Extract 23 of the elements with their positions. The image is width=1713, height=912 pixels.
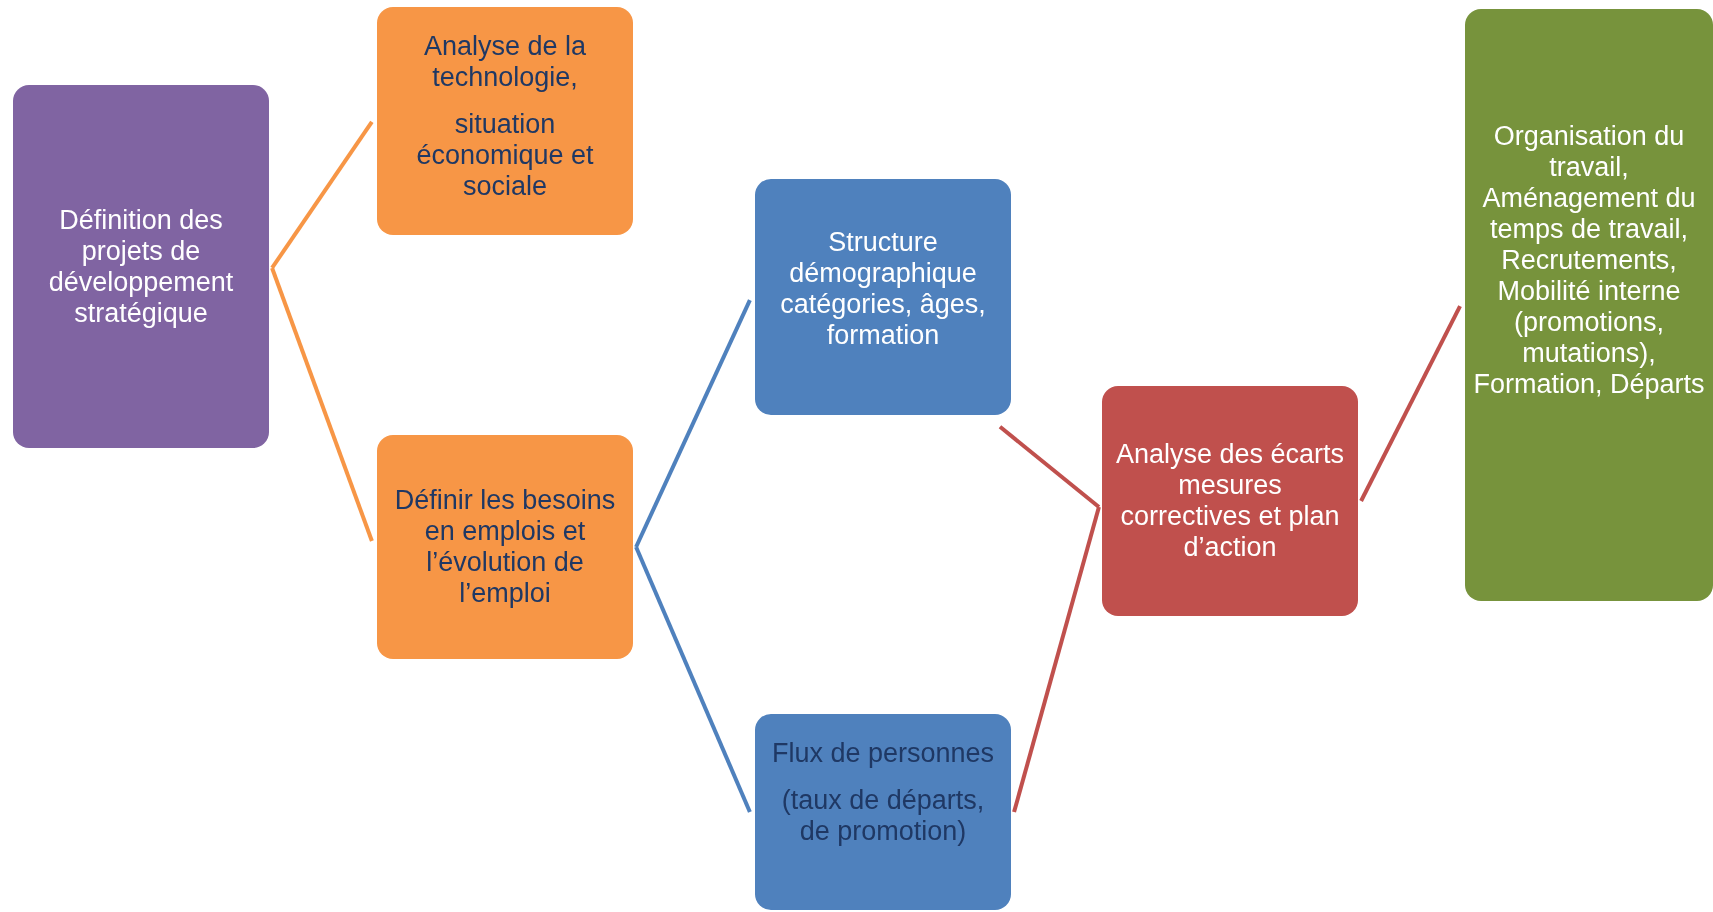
box-text: Définition des projets de développement stratégique: [47, 204, 235, 329]
process-box: [755, 714, 1011, 910]
box-text: Analyse de la technologie,: [422, 31, 588, 93]
box-text: Analyse des écarts mesures correctives et plan d’action: [1114, 439, 1346, 563]
connector-line: [270, 267, 374, 542]
process-box: [13, 85, 269, 448]
process-box: [377, 435, 633, 659]
box-text: situation économique et sociale: [415, 109, 595, 202]
connector-line: [634, 299, 752, 548]
box-text: Structure démographique catégories, âges, formation: [779, 227, 987, 351]
process-box: [755, 179, 1011, 415]
connector-line: [270, 120, 374, 270]
box-text: (taux de départs, de promotion): [780, 785, 986, 847]
process-box: [1102, 386, 1358, 616]
connector-line: [634, 546, 752, 813]
connector-line: [1359, 305, 1462, 502]
box-text: Définir les besoins en emplois et l’évolution de l’emploi: [393, 485, 617, 609]
connector-line: [998, 425, 1101, 509]
connector-line: [1012, 506, 1101, 813]
box-text: Organisation du travail, Aménagement du temps de travail, Recrutements, Mobilité interne (promotions, mutations), Formation, Départs: [1472, 121, 1706, 400]
process-box: [1465, 9, 1713, 601]
process-box: [377, 7, 633, 235]
box-text: Flux de personnes: [771, 738, 995, 769]
